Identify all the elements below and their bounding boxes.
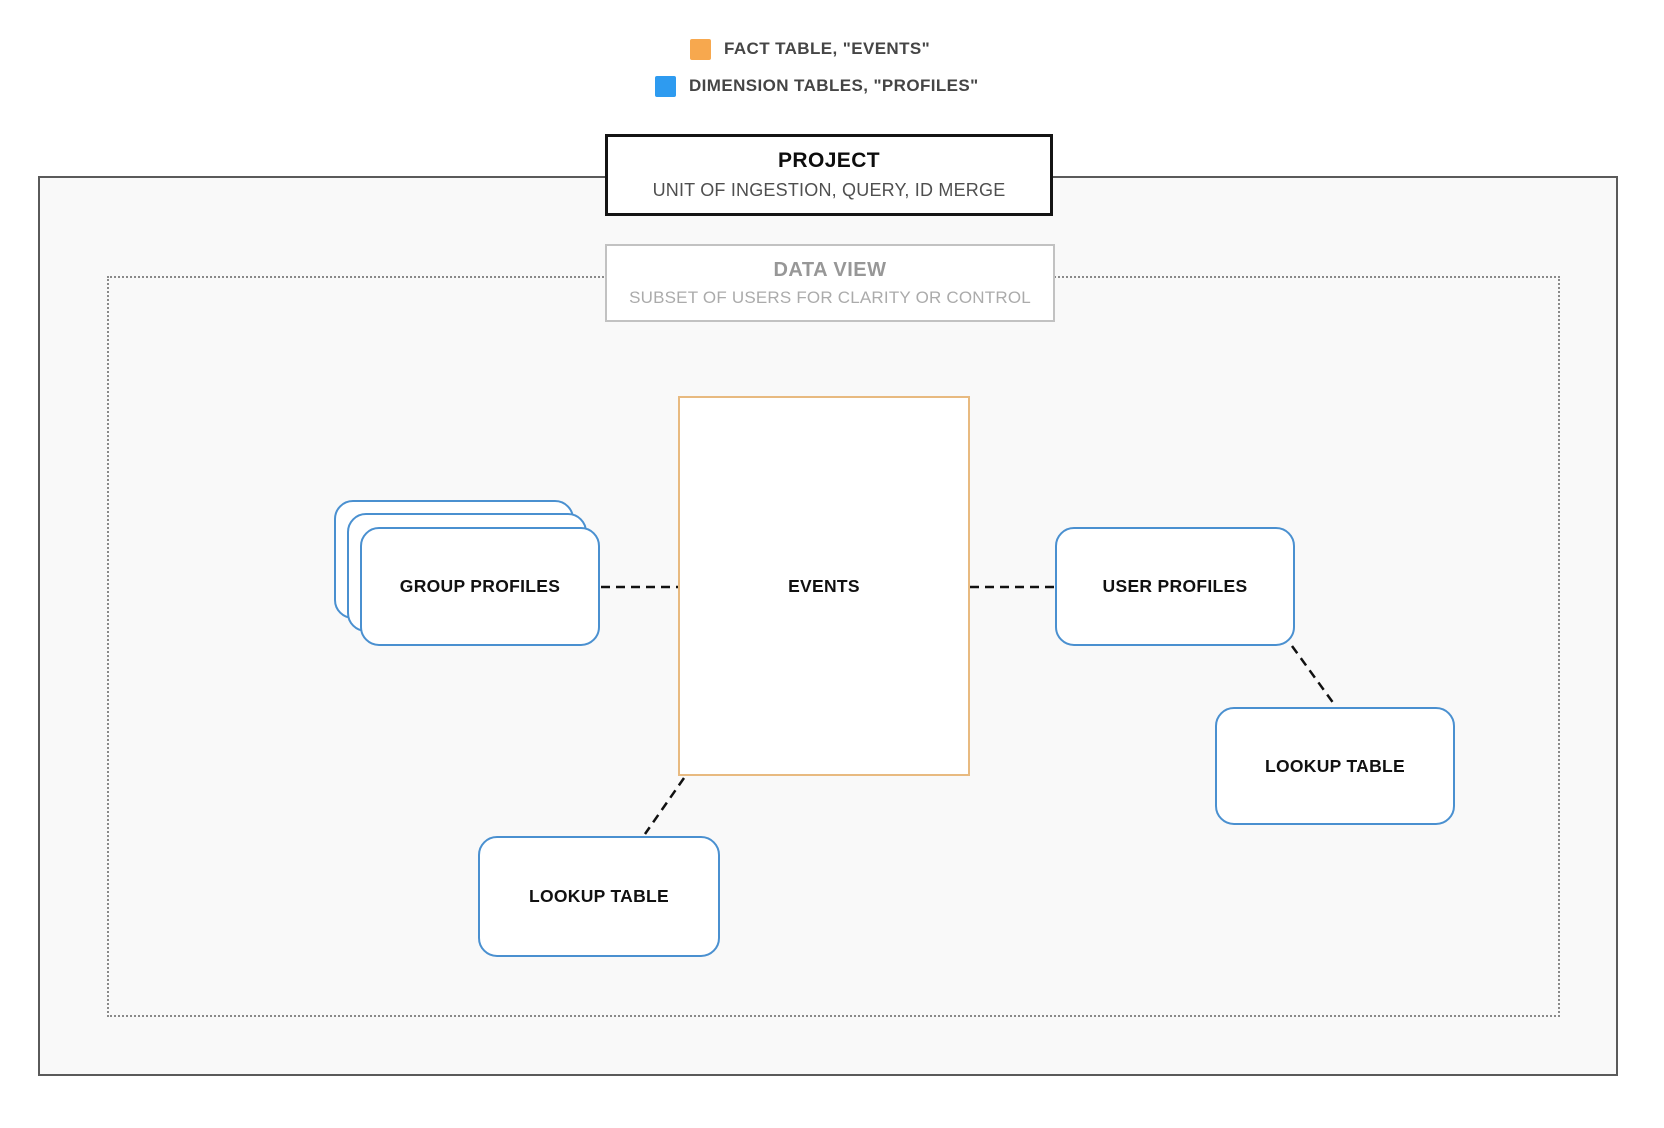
node-lookup-table-right: LOOKUP TABLE: [1215, 707, 1455, 825]
dimension-tables-swatch-icon: [655, 75, 676, 97]
node-lookup-table-left-label: LOOKUP TABLE: [528, 886, 670, 906]
node-group-profiles: GROUP PROFILES: [360, 527, 600, 646]
node-group-profiles-label: GROUP PROFILES: [399, 576, 561, 596]
node-events-label: EVENTS: [788, 575, 860, 596]
node-events: EVENTS: [678, 396, 970, 776]
data-view-subtitle: SUBSET OF USERS FOR CLARITY OR CONTROL: [629, 287, 1031, 307]
legend-label-dimension-tables: DIMENSION TABLES, "PROFILES": [689, 76, 979, 95]
legend-label-fact-table: FACT TABLE, "EVENTS": [724, 39, 931, 58]
node-lookup-table-left: LOOKUP TABLE: [478, 836, 720, 957]
legend-item-fact-table: FACT TABLE, "EVENTS": [690, 38, 930, 60]
node-lookup-table-right-label: LOOKUP TABLE: [1264, 755, 1406, 776]
project-title: PROJECT: [778, 149, 880, 172]
node-user-profiles-label: USER PROFILES: [1102, 576, 1248, 596]
node-user-profiles: USER PROFILES: [1055, 527, 1295, 646]
project-subtitle: UNIT OF INGESTION, QUERY, ID MERGE: [652, 180, 1006, 200]
data-view-title: DATA VIEW: [773, 258, 887, 281]
legend-item-dimension-tables: DIMENSION TABLES, "PROFILES": [655, 75, 979, 97]
data-view-header-box: DATA VIEW SUBSET OF USERS FOR CLARITY OR…: [605, 244, 1055, 322]
fact-table-swatch-icon: [690, 38, 711, 60]
project-header-box: PROJECT UNIT OF INGESTION, QUERY, ID MER…: [605, 134, 1053, 216]
